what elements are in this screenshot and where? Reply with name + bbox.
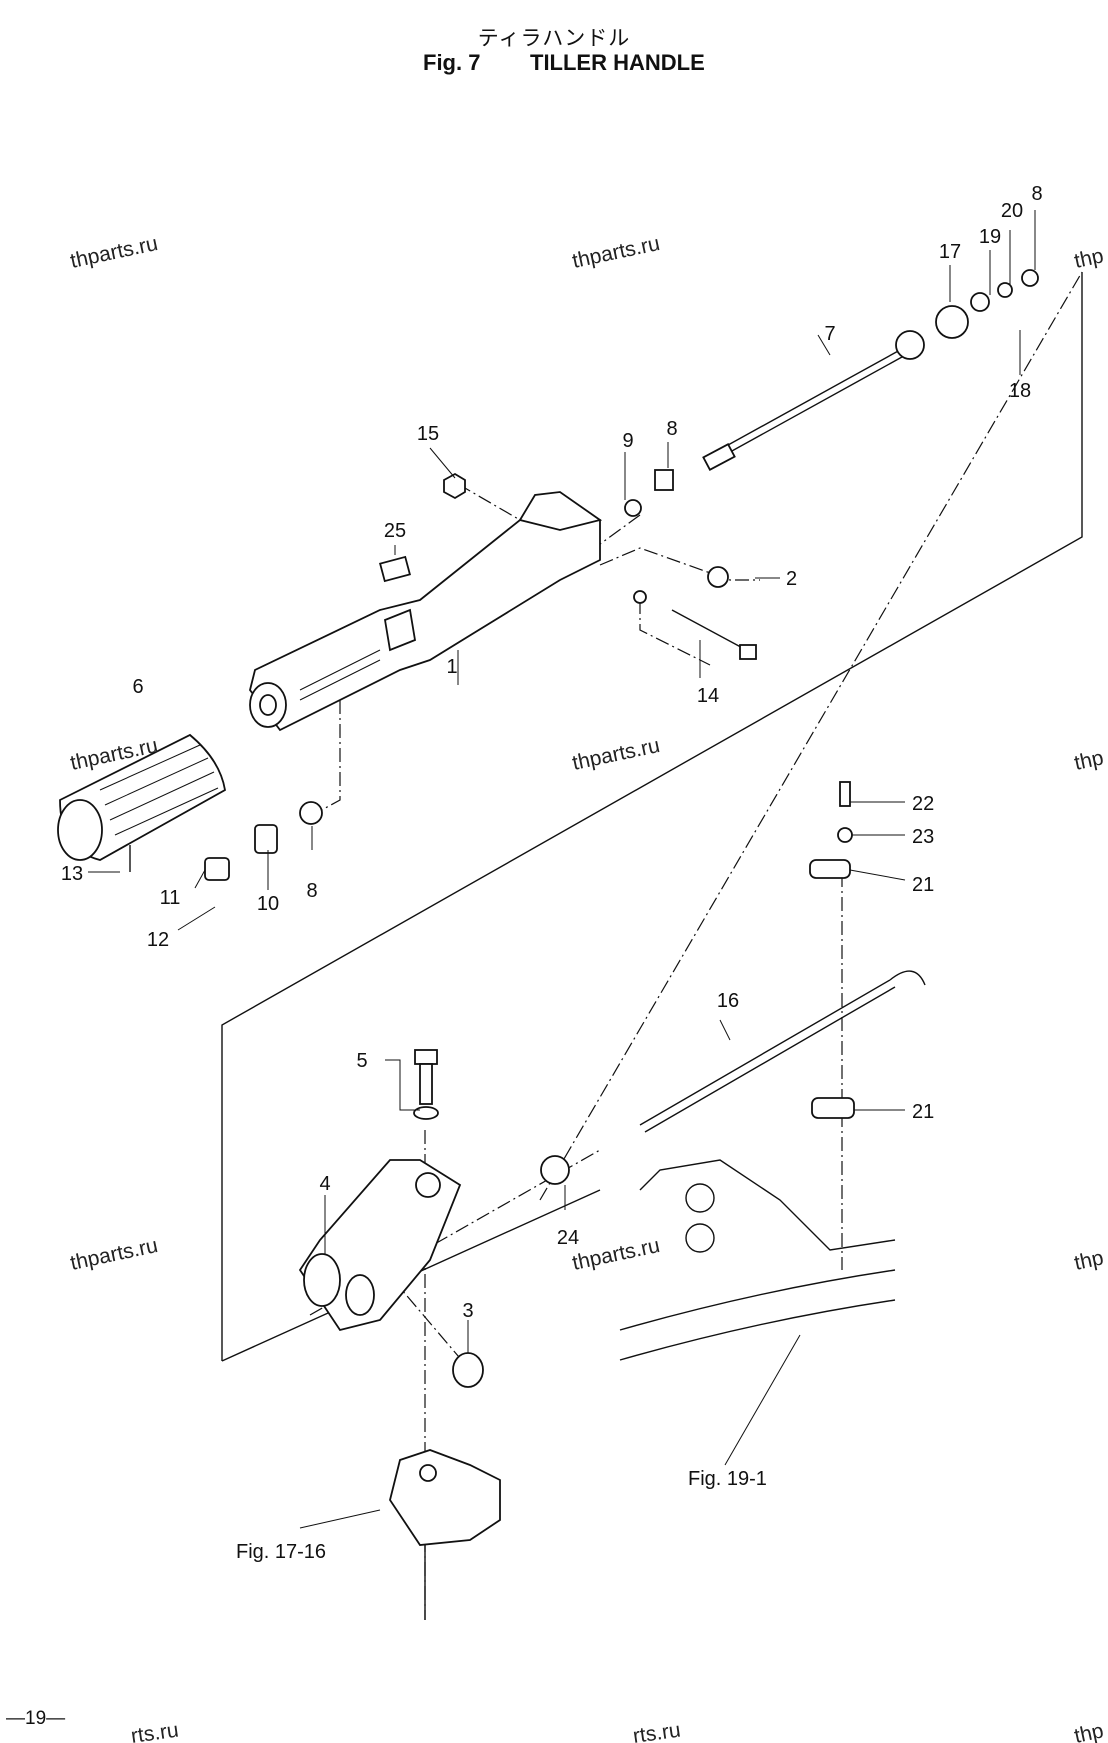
fig-19-1-outline [619,1159,896,1361]
grip-part-6 [57,733,226,861]
figure-number: Fig. 7 [423,50,481,75]
callout-8-c: 8 [1031,183,1042,205]
watermark: thparts.ru [68,232,160,273]
watermark: rts.ru [631,1719,682,1743]
watermark: thparts.ru [68,1234,160,1275]
watermark: thparts.ru [570,1234,662,1275]
callout-8-b: 8 [306,880,317,902]
diagram-title-japanese: ティラハンドル [477,26,631,50]
bolt-part-14 [739,644,757,660]
fig-17-16-outline [389,1449,501,1620]
callout-19: 19 [979,226,1001,248]
hardware-parts [129,469,855,1119]
callout-4: 4 [319,1173,330,1195]
callout-2: 2 [786,568,797,590]
callout-1: 1 [446,656,457,678]
callout-6: 6 [132,676,143,698]
figure-ref-19-1: Fig. 19-1 [688,1468,767,1490]
watermarks: thparts.ru thparts.ru thparts.ru thparts… [68,232,1105,1743]
callout-18: 18 [1009,380,1031,402]
callout-8-a: 8 [666,418,677,440]
callout-22: 22 [912,793,934,815]
callout-12: 12 [147,929,169,951]
figure-title: TILLER HANDLE [530,50,705,75]
watermark: thparts.ru [570,734,662,775]
page-number: —19— [6,1708,66,1729]
alignment-lines [309,271,1083,1620]
watermark: rts.ru [129,1719,180,1743]
callout-10: 10 [257,893,279,915]
cap-part-3 [452,1352,484,1388]
bracket-part-4 [298,1159,462,1332]
callout-16: 16 [717,990,739,1012]
callout-15: 15 [417,423,439,445]
callout-24: 24 [557,1227,579,1249]
rod-part-16 [639,970,926,1133]
watermark: thp [1072,244,1105,273]
watermark: thp [1072,1246,1105,1275]
callout-21-b: 21 [912,1101,934,1123]
callout-leaders [88,210,1036,1529]
callout-13: 13 [61,863,83,885]
shaft-part-7 [702,269,1039,471]
watermark: thp [1072,1719,1105,1743]
plate-part-25 [379,555,411,583]
callout-11: 11 [160,887,181,909]
figure-ref-17-16: Fig. 17-16 [236,1541,326,1563]
watermark: thparts.ru [570,232,662,273]
watermark: thp [1072,746,1105,775]
bushing-part-24 [540,1155,570,1185]
callout-14: 14 [697,685,719,707]
assembly-frame [221,272,1083,1362]
callout-3: 3 [462,1300,473,1322]
callout-21-a: 21 [912,874,934,896]
callout-17: 17 [939,241,961,263]
callout-20: 20 [1001,200,1023,222]
tiller-arm-part-1 [249,491,603,732]
callout-labels: 1 2 3 4 5 6 7 8 8 8 9 10 11 12 13 14 15 … [61,183,1043,1322]
callout-25: 25 [384,520,406,542]
callout-7: 7 [824,323,835,345]
callout-9: 9 [622,430,633,452]
bolt-part-5 [413,1049,439,1120]
callout-23: 23 [912,826,934,848]
callout-5: 5 [356,1050,367,1072]
